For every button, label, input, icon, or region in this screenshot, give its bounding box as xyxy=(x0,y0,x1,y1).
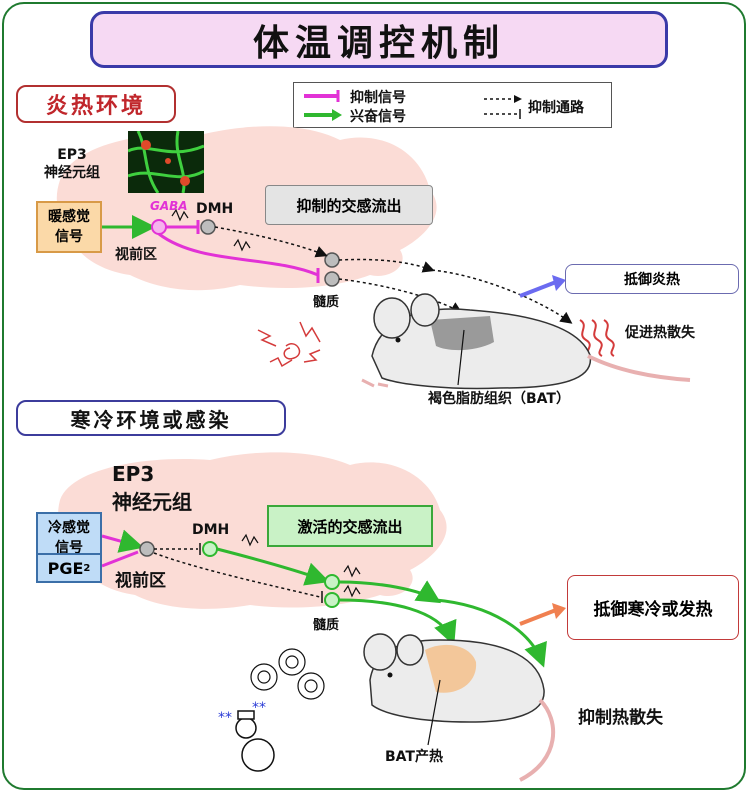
poa-label-hot: 视前区 xyxy=(115,247,157,263)
medulla-label-hot: 髓质 xyxy=(313,295,340,310)
medulla-node-cold-2 xyxy=(324,592,340,608)
medulla-label-cold: 髓质 xyxy=(313,618,340,633)
defend-cold-arrow xyxy=(519,608,557,626)
svg-text:**: ** xyxy=(252,700,266,716)
heat-loss-label: 促进热散失 xyxy=(625,325,695,341)
snowflake-icons xyxy=(250,648,325,700)
inhibit-heat-loss-label: 抑制热散失 xyxy=(578,708,663,728)
pge-subscript: 2 xyxy=(83,562,91,574)
sun-heat-scribble-icon xyxy=(257,321,321,368)
title-banner: 体温调控机制 xyxy=(90,11,668,68)
hot-section-title: 炎热环境 xyxy=(16,85,176,123)
medulla-node-hot-1 xyxy=(324,252,340,268)
dmh-label-cold: DMH xyxy=(192,522,230,538)
bat-label-hot: 褐色脂肪组织（BAT） xyxy=(428,391,570,407)
cold-section-title: 寒冷环境或感染 xyxy=(16,400,286,436)
poa-to-medulla-inhibition xyxy=(158,232,319,277)
warm-signal-box: 暖感觉 信号 xyxy=(36,201,102,253)
ep3-neuron-cold xyxy=(139,541,155,557)
bat-label-cold: BAT产热 xyxy=(385,749,443,765)
legend-graphics xyxy=(304,90,522,121)
snowman-icon xyxy=(235,710,275,772)
ep3-label-hot: EP3 神经元组 xyxy=(44,147,100,181)
page-title: 体温调控机制 xyxy=(252,22,505,64)
defend-heat-box: 抵御炎热 xyxy=(565,264,739,294)
activated-sympathetic-outflow: 激活的交感流出 xyxy=(267,505,433,547)
dmh-node-hot xyxy=(200,219,216,235)
medulla-node-hot-2 xyxy=(324,271,340,287)
mouse-cold xyxy=(363,633,555,782)
inhibited-sympathetic-outflow: 抑制的交感流出 xyxy=(265,185,433,225)
mouse-hot xyxy=(361,293,691,390)
ep3-neuron-hot xyxy=(151,219,167,235)
svg-text:**: ** xyxy=(218,710,232,726)
defend-cold-box: 抵御寒冷或发热 xyxy=(567,575,739,640)
defend-heat-arrow xyxy=(519,280,557,298)
bat-active-region xyxy=(425,644,477,693)
pge-label: PGE xyxy=(47,558,84,578)
bat-dark-region xyxy=(430,316,494,351)
dmh-node-cold xyxy=(202,541,218,557)
gaba-label: GABA xyxy=(150,199,188,213)
medulla-node-cold-1 xyxy=(324,574,340,590)
dmh-label-hot: DMH xyxy=(196,201,234,217)
microscopy-graphics xyxy=(128,131,204,193)
poa-label-cold: 视前区 xyxy=(115,571,166,591)
legend: 抑制信号 兴奋信号 抑制通路 xyxy=(293,82,612,128)
legend-excitatory-signal: 兴奋信号 xyxy=(350,109,406,125)
legend-inhibitory-pathway: 抑制通路 xyxy=(528,100,584,116)
ep3-microscopy-image xyxy=(128,131,204,193)
legend-inhibitory-signal: 抑制信号 xyxy=(350,90,406,106)
ep3-label-cold: EP3 神经元组 xyxy=(112,462,192,514)
